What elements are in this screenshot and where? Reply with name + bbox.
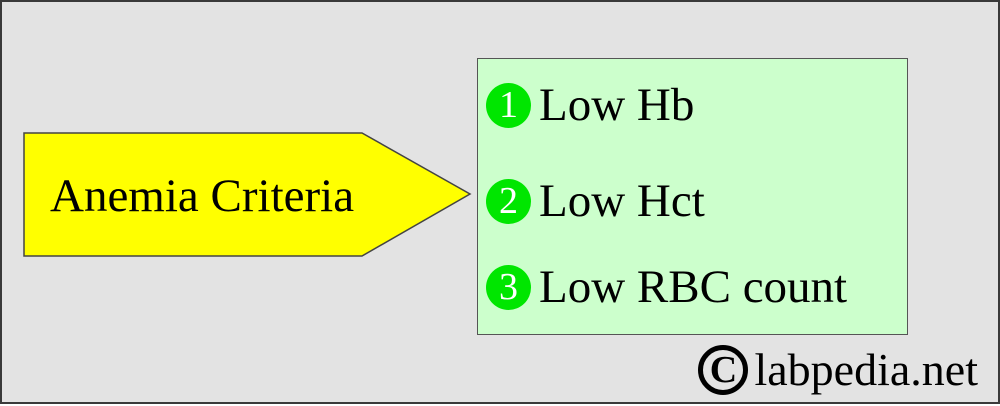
number-badge-2-icon: 2 xyxy=(486,178,531,224)
criteria-box: 1 Low Hb 2 Low Hct 3 Low RBC count xyxy=(477,58,908,335)
copyright-icon: C xyxy=(698,345,749,395)
arrow-polygon xyxy=(23,132,472,257)
watermark: C labpedia.net xyxy=(698,342,978,398)
watermark-text: labpedia.net xyxy=(754,344,978,395)
number-badge-1-icon: 1 xyxy=(486,82,531,128)
criteria-item: 1 Low Hb xyxy=(486,77,694,133)
number-badge-3-icon: 3 xyxy=(486,264,531,310)
arrow-label: Anemia Criteria xyxy=(50,170,355,222)
criteria-item: 2 Low Hct xyxy=(486,173,705,229)
criteria-item: 3 Low RBC count xyxy=(486,259,847,315)
criteria-item-text: Low RBC count xyxy=(539,261,848,313)
criteria-item-text: Low Hct xyxy=(539,175,705,227)
criteria-item-text: Low Hb xyxy=(539,79,695,131)
